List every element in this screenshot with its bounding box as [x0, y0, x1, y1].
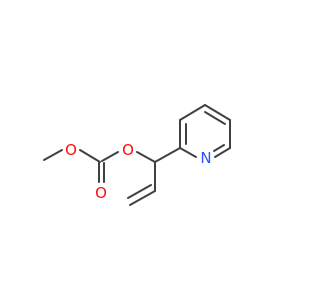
bond-ring-c6-n-inner: [213, 144, 225, 152]
bond-vinyl-double-2: [127, 184, 152, 199]
molecule-canvas: O O O N: [43, 104, 231, 206]
bond-methyl-o: [43, 149, 63, 161]
bond-ring-c4-c5: [204, 104, 231, 121]
carbonyl-oxygen-label: O: [95, 184, 107, 202]
bond-o-carbonyl: [79, 149, 101, 163]
pyridine-nitrogen-label: N: [200, 149, 211, 167]
bond-ring-c4-c5-inner: [204, 111, 226, 125]
methoxy-oxygen-label: O: [65, 141, 77, 159]
bond-ester-o-ch: [136, 151, 156, 163]
bond-carbonyl-ester-o: [101, 151, 119, 162]
bond-vinyl-double-1: [129, 190, 156, 206]
bonds: [43, 104, 231, 206]
bond-ring-c6-n: [214, 147, 231, 158]
ester-oxygen-label: O: [122, 141, 134, 159]
molecule-structure: O O O N: [43, 104, 231, 206]
bond-ring-c3-c4: [179, 104, 206, 121]
bond-ring-n-c2: [179, 147, 197, 158]
bond-ch-pyridine: [154, 147, 181, 163]
